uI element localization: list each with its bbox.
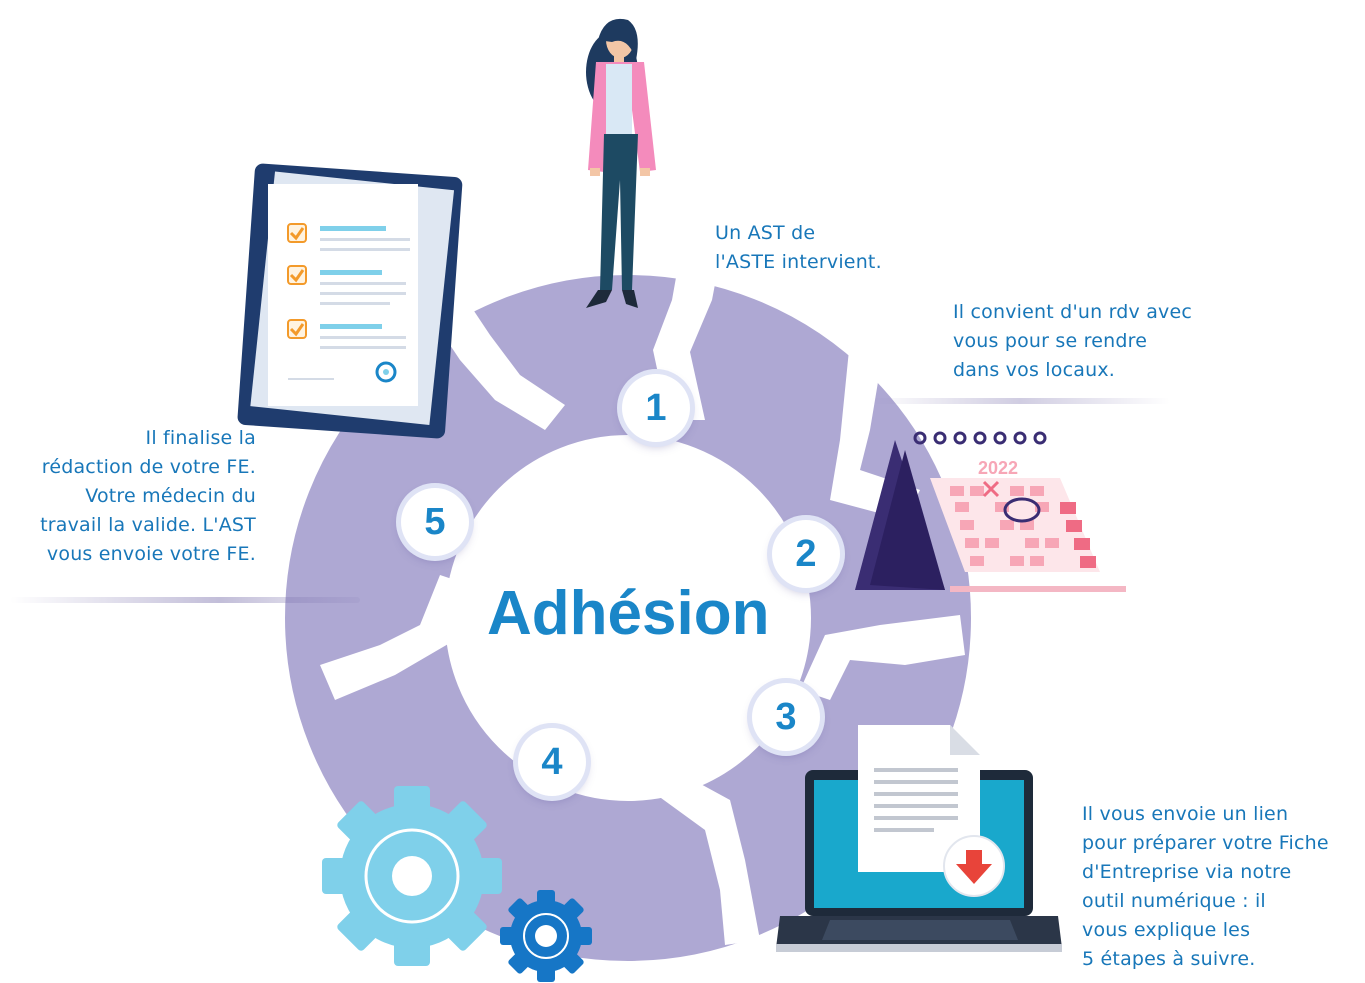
step-1-line: l'ASTE intervient. <box>715 251 882 273</box>
ring-center-disc <box>448 438 808 798</box>
step-5-line: vous envoie votre FE. <box>46 543 256 565</box>
step-3-badge: 3 <box>752 683 820 751</box>
step-2-line: dans vos locaux. <box>953 359 1116 381</box>
calendar-icon: 2022 <box>855 431 1126 592</box>
step-3-line: 5 étapes à suivre. <box>1082 948 1256 970</box>
clipboard-checklist-icon <box>237 163 463 439</box>
center-title: Adhésion <box>487 579 770 648</box>
step-3-line: vous explique les <box>1082 919 1251 941</box>
step-5-line: travail la valide. L'AST <box>40 514 256 536</box>
step-2-badge: 2 <box>772 520 840 588</box>
step2-underline-shadow <box>870 398 1170 404</box>
step-3-line: d'Entreprise via notre <box>1082 861 1292 883</box>
step-4-badge: 4 <box>518 728 586 796</box>
ring-gap-left-bottom <box>320 575 470 700</box>
step-3-description: Il vous envoie un lien pour préparer vot… <box>1082 800 1329 974</box>
ring-gap-right-top <box>830 340 920 520</box>
step-2-line: Il convient d'un rdv avec <box>953 301 1193 323</box>
step-5-line: rédaction de votre FE. <box>41 456 256 478</box>
gears-icon <box>322 786 592 982</box>
ring-gap-bottom <box>650 770 760 945</box>
step-5-line: Votre médecin du <box>85 485 256 507</box>
ring-gap-right-bottom <box>800 615 965 700</box>
step-2-description: Il convient d'un rdv avec vous pour se r… <box>953 298 1192 385</box>
woman-figure-icon <box>586 18 656 308</box>
step5-underline-shadow <box>10 597 360 603</box>
cycle-ring <box>285 255 971 961</box>
step-1-badge: 1 <box>622 374 690 442</box>
ring-gap-left-top <box>430 290 565 430</box>
step-3-line: Il vous envoie un lien <box>1082 803 1289 825</box>
calendar-year: 2022 <box>978 458 1018 478</box>
laptop-download-icon <box>776 725 1062 952</box>
step-1-line: Un AST de <box>715 222 816 244</box>
step-3-line: pour préparer votre Fiche <box>1082 832 1329 854</box>
step-1-description: Un AST de l'ASTE intervient. <box>715 219 882 277</box>
step-5-description: Il finalise la rédaction de votre FE. Vo… <box>0 424 256 569</box>
step-5-line: Il finalise la <box>145 427 256 449</box>
step-3-line: outil numérique : il <box>1082 890 1266 912</box>
step-5-badge: 5 <box>401 488 469 556</box>
step-2-line: vous pour se rendre <box>953 330 1148 352</box>
